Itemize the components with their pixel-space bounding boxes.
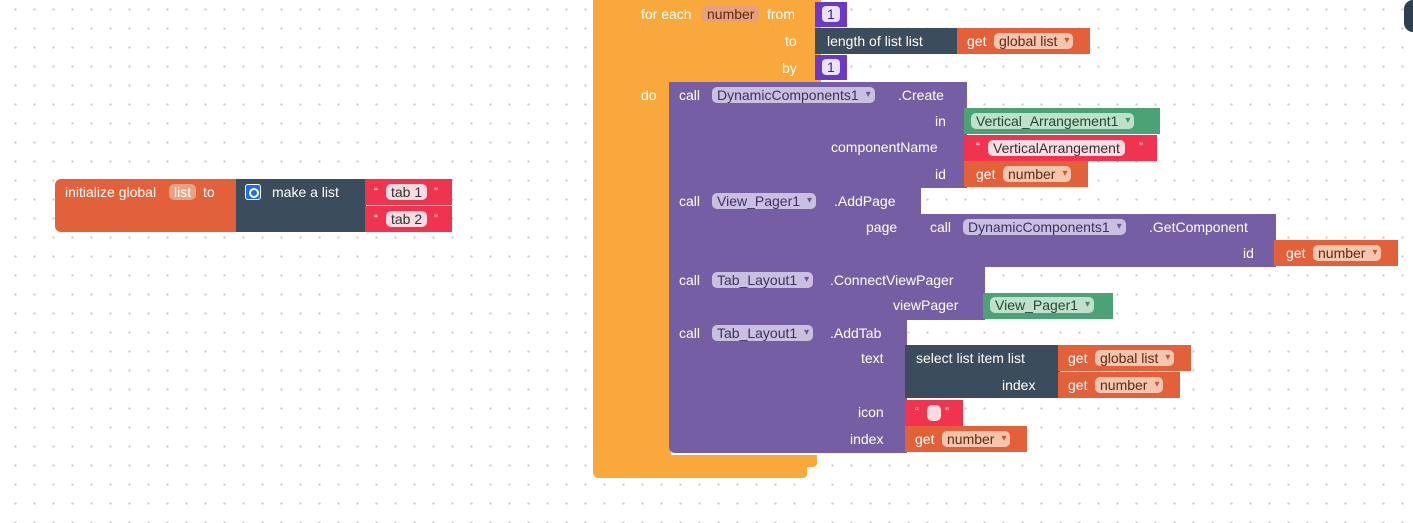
call-label: call	[679, 193, 701, 209]
icon-label: icon	[858, 404, 884, 420]
get-label: get	[915, 431, 935, 447]
call-label: call	[679, 325, 701, 341]
method-label-create: .Create	[898, 87, 944, 103]
method-label-get-component: .GetComponent	[1149, 219, 1248, 235]
open-quote-icon: “	[374, 212, 378, 226]
global-list-dropdown[interactable]: global list	[994, 33, 1074, 49]
id-label: id	[1243, 245, 1254, 261]
from-label: from	[767, 6, 795, 22]
for-each-do-arm	[631, 80, 671, 458]
initialize-global-label: initialize global	[65, 184, 157, 200]
make-a-list-label: make a list	[272, 184, 339, 200]
open-quote-icon: “	[976, 140, 980, 154]
empty-text-block[interactable]: “ ”	[905, 400, 963, 426]
get-global-list-block[interactable]: get global list	[957, 28, 1090, 54]
make-a-list-block[interactable]: make a list	[236, 179, 366, 232]
in-label: in	[935, 113, 946, 129]
get-label: get	[1286, 245, 1306, 261]
from-number-block[interactable]: 1	[815, 2, 847, 27]
to-label: to	[203, 184, 215, 200]
get-number-block-addpage[interactable]: get number	[1274, 240, 1398, 266]
call-label: call	[930, 219, 952, 235]
dynamic-components-create-block[interactable]: call DynamicComponents1 .Create in compo…	[669, 82, 967, 188]
method-label-connect-view-pager: .ConnectViewPager	[830, 272, 954, 288]
component-dropdown-tab-layout[interactable]: Tab_Layout1	[712, 272, 814, 288]
text-block-tab-2[interactable]: “ tab 2 ”	[365, 206, 452, 232]
close-quote-icon: ”	[434, 185, 438, 199]
for-each-label: for each	[641, 6, 692, 22]
component-name-text-field[interactable]: VerticalArrangement	[988, 140, 1125, 156]
get-label: get	[1068, 377, 1088, 393]
tab-layout-addtab-block[interactable]: call Tab_Layout1 .AddTab text icon index	[669, 320, 907, 453]
component-dropdown-dynamic-components[interactable]: DynamicComponents1	[712, 87, 875, 103]
call-label: call	[679, 87, 701, 103]
get-component-block[interactable]: call DynamicComponents1 .GetComponent id	[920, 214, 1276, 267]
number-var-dropdown[interactable]: number	[942, 431, 1011, 447]
text-label: text	[861, 350, 884, 366]
initialize-global-block[interactable]: initialize global list to	[55, 179, 237, 232]
index-label: index	[850, 431, 884, 447]
get-label: get	[976, 166, 996, 182]
global-list-dropdown[interactable]: global list	[1095, 350, 1175, 366]
id-label: id	[935, 166, 946, 182]
empty-text-field[interactable]	[927, 405, 941, 421]
select-list-item-block[interactable]: select list item list index	[905, 345, 1060, 398]
method-label-addpage: .AddPage	[834, 193, 896, 209]
component-dropdown-dynamic-components[interactable]: DynamicComponents1	[963, 219, 1126, 235]
component-dropdown-view-pager[interactable]: View_Pager1	[712, 193, 817, 209]
text-block-tab-1[interactable]: “ tab 1 ”	[365, 179, 452, 205]
from-number-field[interactable]: 1	[822, 6, 840, 22]
tab-layout-connect-view-pager-block[interactable]: call Tab_Layout1 .ConnectViewPager viewP…	[669, 267, 985, 320]
view-pager-component-dropdown[interactable]: View_Pager1	[990, 297, 1095, 313]
vertical-arrangement-component-block[interactable]: Vertical_Arrangement1	[964, 108, 1160, 134]
to-label: to	[785, 33, 797, 49]
outer-event-block-bottom	[593, 466, 807, 478]
method-label-addtab: .AddTab	[830, 325, 882, 341]
get-number-block-index-2[interactable]: get number	[905, 426, 1027, 452]
get-label: get	[967, 33, 987, 49]
outer-event-block-side[interactable]	[593, 0, 633, 478]
by-number-field[interactable]: 1	[822, 59, 840, 75]
get-global-list-block[interactable]: get global list	[1058, 345, 1191, 371]
global-variable-name-field[interactable]: list	[169, 184, 197, 200]
select-list-item-label: select list item list	[916, 350, 1025, 366]
number-var-dropdown[interactable]: number	[1003, 166, 1072, 182]
open-quote-icon: “	[374, 185, 378, 199]
component-dropdown-tab-layout[interactable]: Tab_Layout1	[712, 325, 814, 341]
loop-variable-field[interactable]: number	[702, 6, 760, 22]
close-quote-icon: ”	[434, 212, 438, 226]
number-var-dropdown[interactable]: number	[1313, 245, 1382, 261]
in-component-dropdown[interactable]: Vertical_Arrangement1	[971, 113, 1135, 129]
workspace-control-edge[interactable]	[1404, 0, 1413, 32]
view-pager-component-block[interactable]: View_Pager1	[983, 293, 1113, 319]
index-label: index	[1002, 377, 1036, 393]
text-field-tab-1[interactable]: tab 1	[386, 184, 428, 200]
page-label: page	[866, 219, 898, 235]
component-name-text-block[interactable]: “ VerticalArrangement ”	[964, 135, 1157, 161]
component-name-label: componentName	[831, 139, 938, 155]
close-quote-icon: ”	[945, 405, 949, 419]
view-pager-label: viewPager	[893, 297, 959, 313]
view-pager-addpage-block[interactable]: call View_Pager1 .AddPage page	[669, 188, 921, 267]
number-var-dropdown[interactable]: number	[1095, 377, 1164, 393]
gear-icon[interactable]	[245, 184, 261, 200]
get-label: get	[1068, 350, 1088, 366]
for-each-bottom	[631, 455, 817, 467]
length-of-list-label: length of list list	[827, 33, 923, 49]
call-label: call	[679, 272, 701, 288]
get-number-block-create[interactable]: get number	[964, 161, 1088, 187]
length-of-list-block[interactable]: length of list list	[815, 28, 960, 54]
text-field-tab-2[interactable]: tab 2	[386, 211, 428, 227]
open-quote-icon: “	[915, 405, 919, 419]
get-number-block-index[interactable]: get number	[1058, 372, 1180, 398]
do-label: do	[641, 87, 657, 103]
close-quote-icon: ”	[1139, 140, 1143, 154]
by-label: by	[782, 60, 797, 76]
by-number-block[interactable]: 1	[815, 55, 847, 80]
